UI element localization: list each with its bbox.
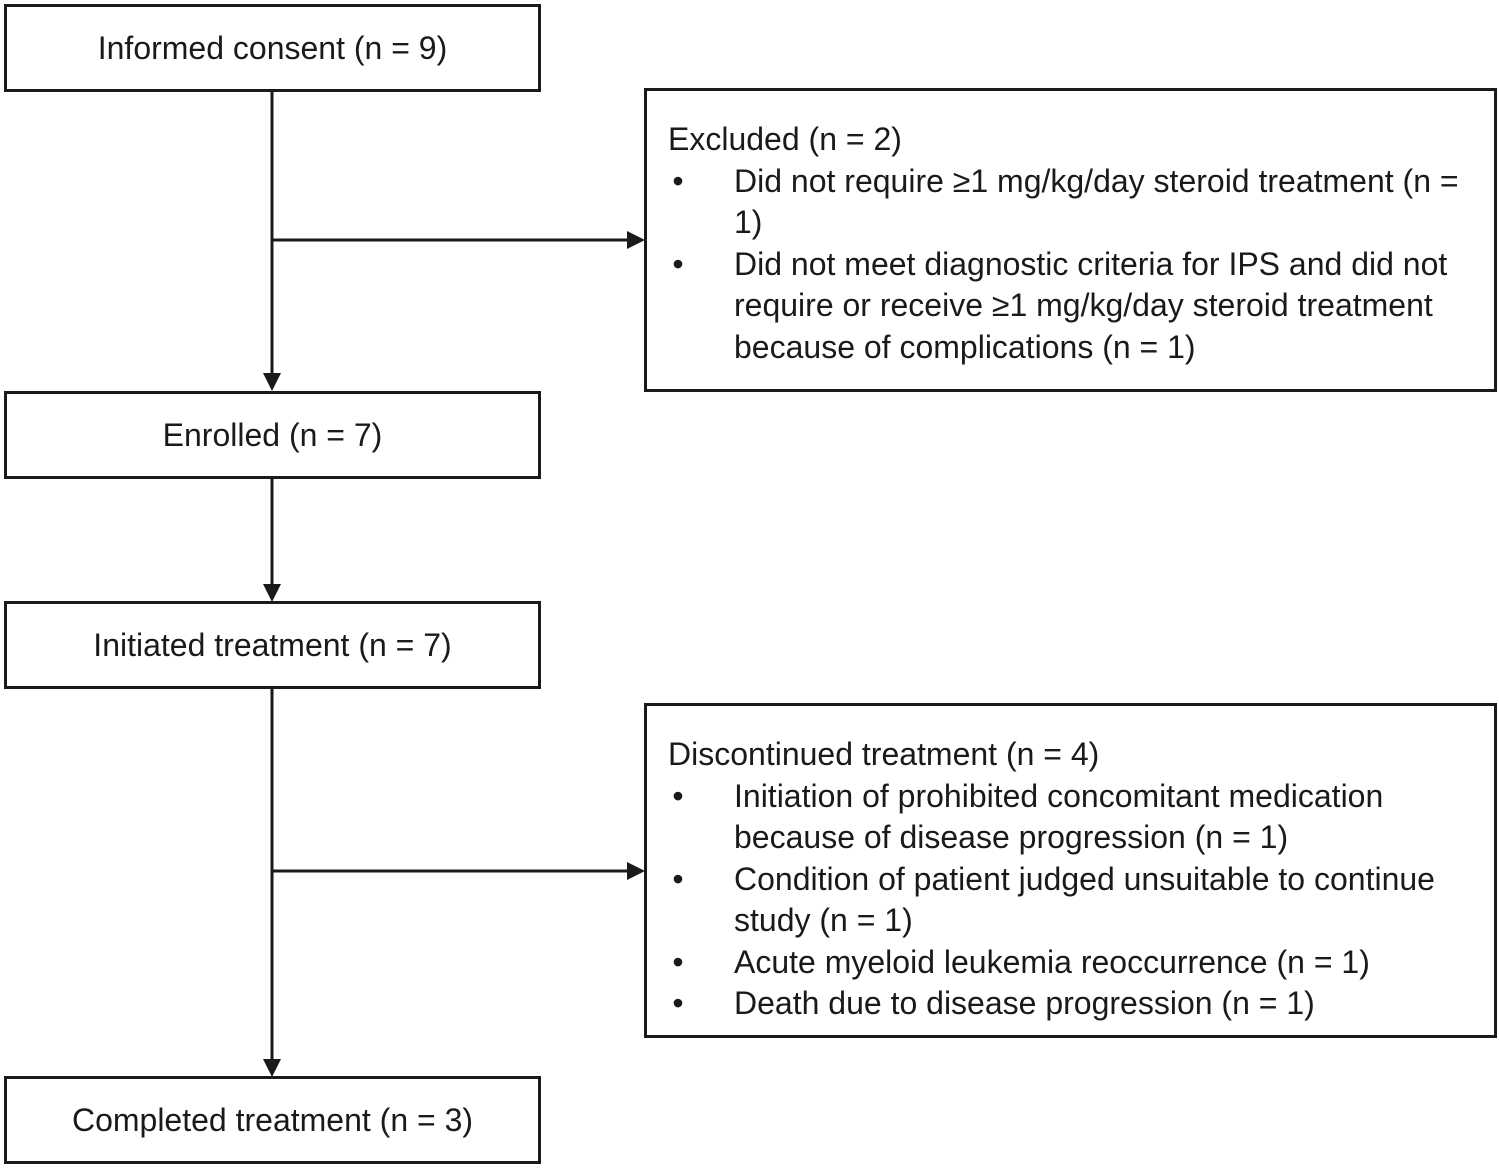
completed-treatment-label: Completed treatment (n = 3) xyxy=(71,1101,474,1138)
discontinued-box: Discontinued treatment (n = 4) • Initiat… xyxy=(644,703,1497,1038)
initiated-treatment-box: Initiated treatment (n = 7) xyxy=(4,601,541,689)
excluded-reason-text: Did not meet diagnostic criteria for IPS… xyxy=(734,245,1448,365)
enrolled-box: Enrolled (n = 7) xyxy=(4,391,541,479)
discontinued-reason-text: Acute myeloid leukemia reoccurrence (n =… xyxy=(734,943,1370,980)
discontinued-reason-text: Death due to disease progression (n = 1) xyxy=(734,985,1315,1021)
bullet-icon: • xyxy=(672,245,684,282)
completed-treatment-box: Completed treatment (n = 3) xyxy=(4,1076,541,1164)
initiated-treatment-label: Initiated treatment (n = 7) xyxy=(93,626,452,663)
discontinued-reasons-list: • Initiation of prohibited concomitant m… xyxy=(668,776,1474,1025)
discontinued-reason-text: Condition of patient judged unsuitable t… xyxy=(734,860,1435,939)
bullet-icon: • xyxy=(672,777,684,814)
list-item: • Condition of patient judged unsuitable… xyxy=(668,859,1474,942)
discontinued-title: Discontinued treatment (n = 4) xyxy=(668,736,1100,772)
informed-consent-label: Informed consent (n = 9) xyxy=(97,29,448,66)
enrolled-label: Enrolled (n = 7) xyxy=(162,416,383,453)
list-item: • Death due to disease progression (n = … xyxy=(668,983,1474,1025)
bullet-icon: • xyxy=(672,985,684,1021)
excluded-reasons-list: • Did not require ≥1 mg/kg/day steroid t… xyxy=(668,161,1474,369)
excluded-title: Excluded (n = 2) xyxy=(668,121,902,157)
list-item: • Did not require ≥1 mg/kg/day steroid t… xyxy=(668,161,1474,244)
excluded-reason-text: Did not require ≥1 mg/kg/day steroid tre… xyxy=(734,162,1459,241)
bullet-icon: • xyxy=(672,860,684,897)
bullet-icon: • xyxy=(672,943,684,980)
excluded-box: Excluded (n = 2) • Did not require ≥1 mg… xyxy=(644,88,1497,392)
list-item: • Acute myeloid leukemia reoccurrence (n… xyxy=(668,942,1474,984)
informed-consent-box: Informed consent (n = 9) xyxy=(4,4,541,92)
list-item: • Did not meet diagnostic criteria for I… xyxy=(668,244,1474,369)
bullet-icon: • xyxy=(672,162,684,199)
list-item: • Initiation of prohibited concomitant m… xyxy=(668,776,1474,859)
discontinued-reason-text: Initiation of prohibited concomitant med… xyxy=(734,777,1384,856)
